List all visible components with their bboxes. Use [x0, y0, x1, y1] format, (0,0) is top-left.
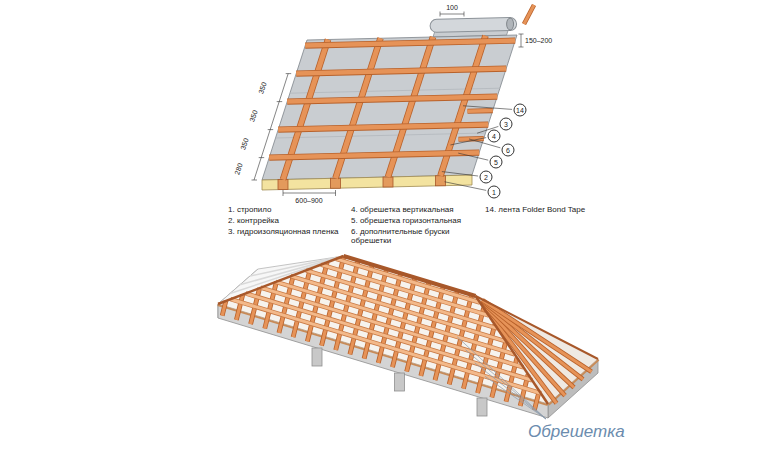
leader-line	[475, 363, 546, 419]
batten	[321, 265, 489, 316]
dimension-label: 350	[248, 109, 259, 123]
dimension-line	[283, 193, 336, 194]
callout-number: 14	[514, 104, 527, 117]
ridge-beam	[344, 256, 476, 296]
dimension-line	[521, 34, 522, 47]
callout-number: 6	[502, 144, 515, 157]
dimension-tick	[283, 190, 284, 196]
dimension-tick	[335, 190, 336, 196]
legend-item: 1. стропило	[228, 205, 271, 214]
horizontal-batten	[278, 125, 488, 130]
rafter-end	[383, 177, 393, 187]
leader-line	[450, 138, 486, 145]
dimension-tick	[519, 34, 524, 35]
horizontal-batten	[287, 97, 497, 102]
leader-line	[445, 182, 487, 191]
hip-rafter	[476, 296, 598, 359]
horizontal-batten	[305, 41, 515, 46]
leader-line	[466, 350, 546, 419]
legend-item: 14. лента Folder Bond Tape	[485, 205, 585, 214]
dimension-label: 600–900	[295, 197, 322, 205]
tape-strip	[524, 5, 534, 24]
membrane-roll	[437, 24, 511, 26]
horizontal-batten	[296, 69, 506, 74]
dimension-label: 150–200	[525, 37, 552, 45]
membrane-roll	[437, 24, 511, 26]
hip-roof-drawing	[218, 256, 598, 419]
leader-line	[457, 337, 546, 419]
insulation-band	[262, 175, 472, 190]
rafter-end	[331, 178, 341, 188]
callout-number: 4	[488, 130, 501, 143]
post	[395, 373, 405, 391]
leader-line	[463, 106, 512, 110]
leader-line	[442, 172, 478, 176]
batten	[276, 282, 515, 354]
legend-item: 6. дополнительные бруски обрешетки	[351, 227, 473, 245]
waterproof-membrane	[262, 35, 517, 180]
extra-batten	[468, 109, 493, 113]
part-caption: Обрешетка	[528, 422, 625, 442]
roll-end	[507, 18, 514, 30]
legend-item: 5. обрешетка горизонтальная	[351, 216, 461, 225]
horizontal-batten	[305, 41, 515, 46]
horizontal-batten	[296, 69, 506, 74]
post	[312, 348, 322, 366]
dimension-label: 100	[446, 4, 458, 12]
leader-line	[458, 153, 488, 160]
rafter-end	[278, 180, 288, 190]
post	[477, 398, 487, 416]
batten	[276, 282, 515, 354]
callout-number: 1	[488, 186, 501, 199]
horizontal-batten	[287, 97, 497, 102]
dimension-tick	[286, 73, 292, 74]
horizontal-batten	[269, 153, 479, 158]
legend-item: 3. гидроизоляционная пленка	[228, 227, 339, 236]
dimension-tick	[277, 101, 283, 102]
callout-number: 2	[480, 171, 493, 184]
batten	[321, 265, 489, 316]
dimension-label: 280	[233, 162, 244, 176]
leader-line	[485, 376, 546, 419]
dimension-tick	[519, 47, 524, 48]
horizontal-batten	[269, 153, 479, 158]
rafter	[236, 295, 242, 320]
dimension-line	[254, 74, 288, 180]
dimension-tick	[268, 129, 274, 130]
dimension-label: 350	[257, 81, 268, 95]
tape-strip	[524, 5, 534, 24]
legend-item: 2. контррейка	[228, 216, 279, 225]
legend-item: 4. обрешетка вертикальная	[351, 205, 454, 214]
dimension-tick	[464, 12, 465, 17]
hip-rafter	[218, 256, 344, 304]
dimension-tick	[440, 12, 441, 17]
dimension-line	[440, 14, 464, 15]
rafter-end	[436, 176, 446, 186]
dimension-tick	[252, 180, 258, 181]
dimension-label: 350	[239, 137, 250, 151]
callout-number: 5	[490, 156, 503, 169]
rafter	[236, 295, 242, 320]
callout-number: 3	[500, 118, 513, 131]
batten	[336, 259, 480, 303]
extra-batten	[468, 108, 493, 114]
dimension-tick	[259, 157, 265, 158]
batten	[336, 259, 480, 303]
horizontal-batten	[278, 125, 488, 130]
roof-layers-drawing	[252, 5, 535, 196]
